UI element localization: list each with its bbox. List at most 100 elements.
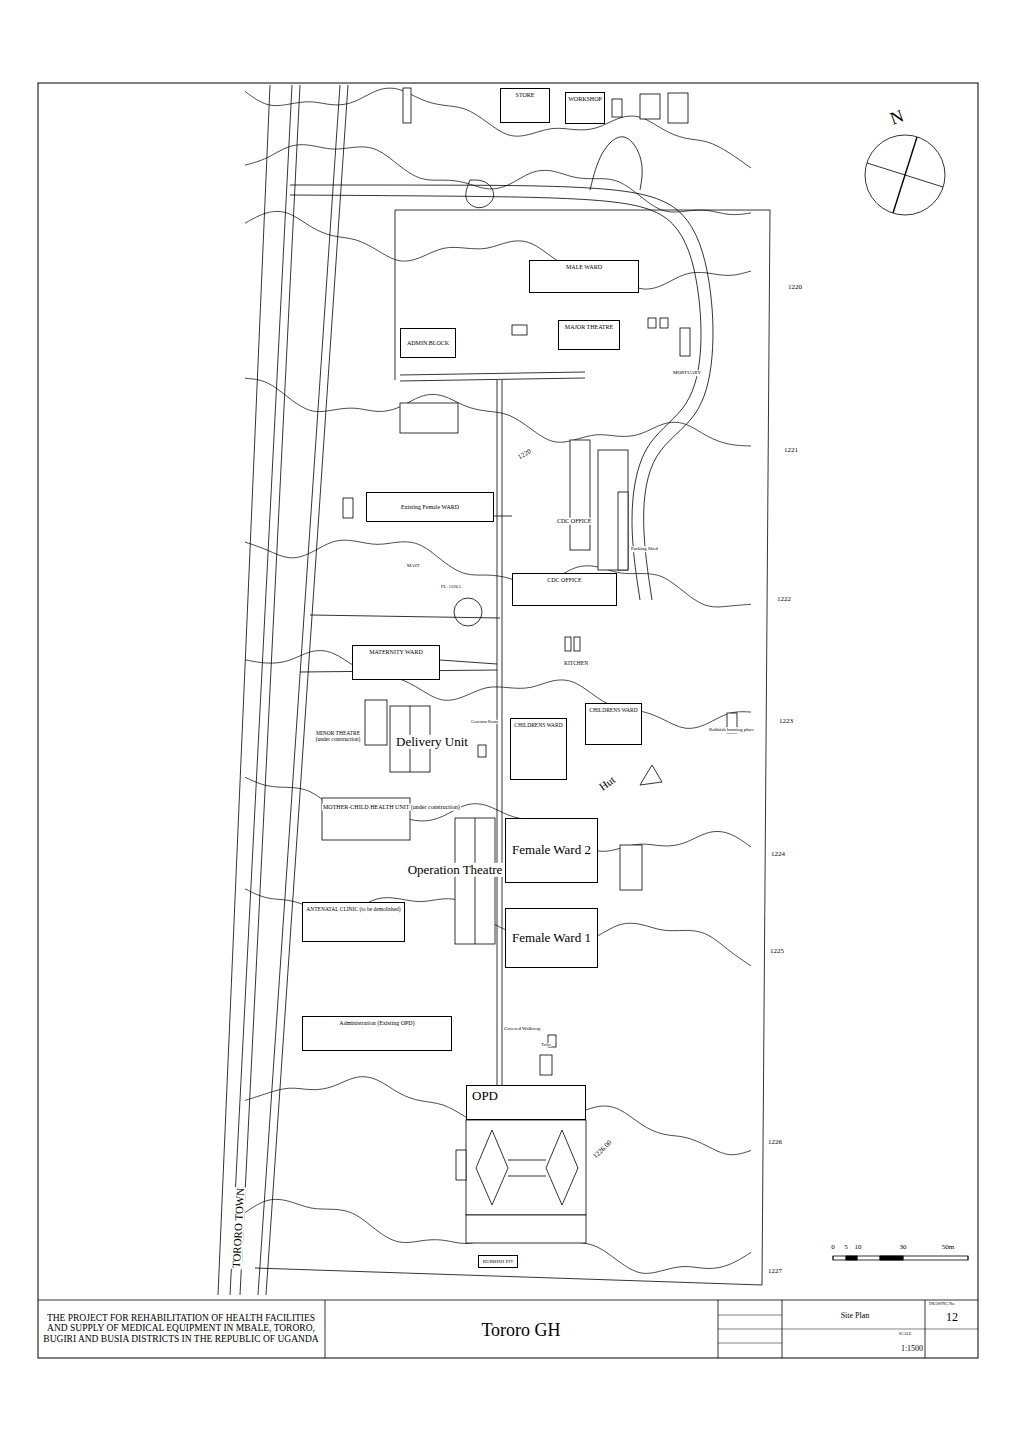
map-label: 1221 [783,447,799,455]
map-label: MINOR THEATRE (under construction) [313,730,363,742]
building-name: Female Ward 1 [512,931,591,945]
road-edge [258,85,340,1295]
building-name: RUBBISH PIT [483,1259,513,1265]
map-label: Site Plan [840,1312,871,1321]
building-box: MAJOR THEATRE [558,320,620,350]
building-box: STORE [500,88,550,123]
building-box: MATERNITY WARD [352,645,440,680]
sheet-frame [38,83,978,1358]
building-box: RUBBISH PIT [478,1255,518,1268]
covered-walkway [400,372,585,375]
building-name: CHILDRENS WARD [589,707,637,713]
hut-symbol [640,765,662,785]
contour-line [245,378,751,446]
map-label: 10 [854,1244,863,1252]
title-block-line [718,1315,782,1316]
covered-walkway [494,516,512,517]
map-label: Toilet [540,1043,551,1047]
drawing-title: Tororo GH [480,1321,561,1341]
contour-line [245,889,751,966]
north-needle [867,163,943,187]
building-name: MAJOR THEATRE [565,324,613,331]
map-label: THE PROJECT FOR REHABILITATION OF HEALTH… [41,1313,321,1344]
scale-bar [880,1256,903,1260]
ring-road [290,185,713,600]
title-block-line [718,1343,782,1344]
north-circle [865,135,945,215]
map-label: 12 [945,1311,959,1324]
drawing-lines [38,83,978,1358]
contour-line [245,777,751,851]
map-label: MAST [406,564,421,569]
roof-outline [508,1160,546,1161]
scale-tick [968,1256,969,1260]
contour-line [245,211,751,289]
building-outline [475,818,476,944]
building-outline [400,403,458,433]
building-box: OPD [466,1085,586,1120]
map-label: 1:1500 [900,1345,924,1354]
scale-bar [833,1256,968,1260]
building-outline [540,1055,552,1075]
building-name: CHILDRENS WARD [514,722,562,728]
building-outline [620,845,642,890]
building-outline [343,498,353,518]
map-label: Delivery Unit [395,735,469,749]
building-name: CDC OFFICE [547,577,582,584]
building-box: MALE WARD [529,260,639,293]
map-label: MOTHER-CHILD HEALTH UNIT (under construc… [322,804,461,811]
roof-outline [508,1176,546,1177]
building-outline [668,93,688,123]
building-name: Existing Female WARD [401,504,459,511]
building-name: ANTENATAL CLINIC (to be demolished) [306,906,400,912]
map-label: 1226.00 [592,1139,615,1162]
map-label: 30 [899,1244,908,1252]
contour-line [245,88,751,168]
map-label: CDC OFFICE [556,518,593,525]
building-outline [618,492,628,570]
covered-walkway [497,380,498,1085]
contour-line [245,145,751,215]
contour-line [245,651,751,729]
title-block-line [325,1300,326,1358]
contour-line [245,540,751,607]
map-label: TORORO TOWN [230,1187,246,1270]
map-label: MORTUARY [672,370,702,376]
building-outline [612,99,622,117]
building-outline [570,440,590,550]
building-name: WORKSHOP [568,96,602,103]
building-outline [403,88,411,123]
covered-walkway [440,660,497,664]
building-outline [648,318,656,328]
building-outline [574,637,580,651]
building-outline [680,328,690,356]
map-label: Rubbish burning place [708,727,755,733]
map-label: Generator Room [470,720,499,724]
title-block-line [782,1329,978,1330]
map-label: 50m [941,1244,955,1252]
map-label: 1227 [767,1268,783,1276]
scale-tick [833,1256,834,1260]
site-boundary [255,210,770,1285]
map-label: Parking Shed [630,546,659,552]
map-label: SCALE [898,1332,913,1336]
building-name: MALE WARD [566,264,602,271]
building-name: Female Ward 2 [512,843,591,857]
roof-outline [546,1130,578,1205]
map-label: 1225 [769,948,785,956]
road-edge [230,85,292,1295]
map-label: Covered Walkway [503,1026,542,1032]
map-label: 0 [830,1244,836,1252]
site-boundary [310,615,500,618]
building-outline [455,818,495,944]
building-name: Administration (Existing OPD) [339,1020,414,1027]
building-name: STORE [516,92,535,99]
building-box: CDC OFFICE [512,573,617,606]
building-name: OPD [472,1089,498,1103]
map-label: 1220 [787,284,803,292]
map-label: 5 [843,1244,849,1252]
building-box: Existing Female WARD [366,492,494,522]
map-label: Hut [596,773,618,794]
title-block-line [718,1329,782,1330]
building-outline [456,1150,466,1180]
